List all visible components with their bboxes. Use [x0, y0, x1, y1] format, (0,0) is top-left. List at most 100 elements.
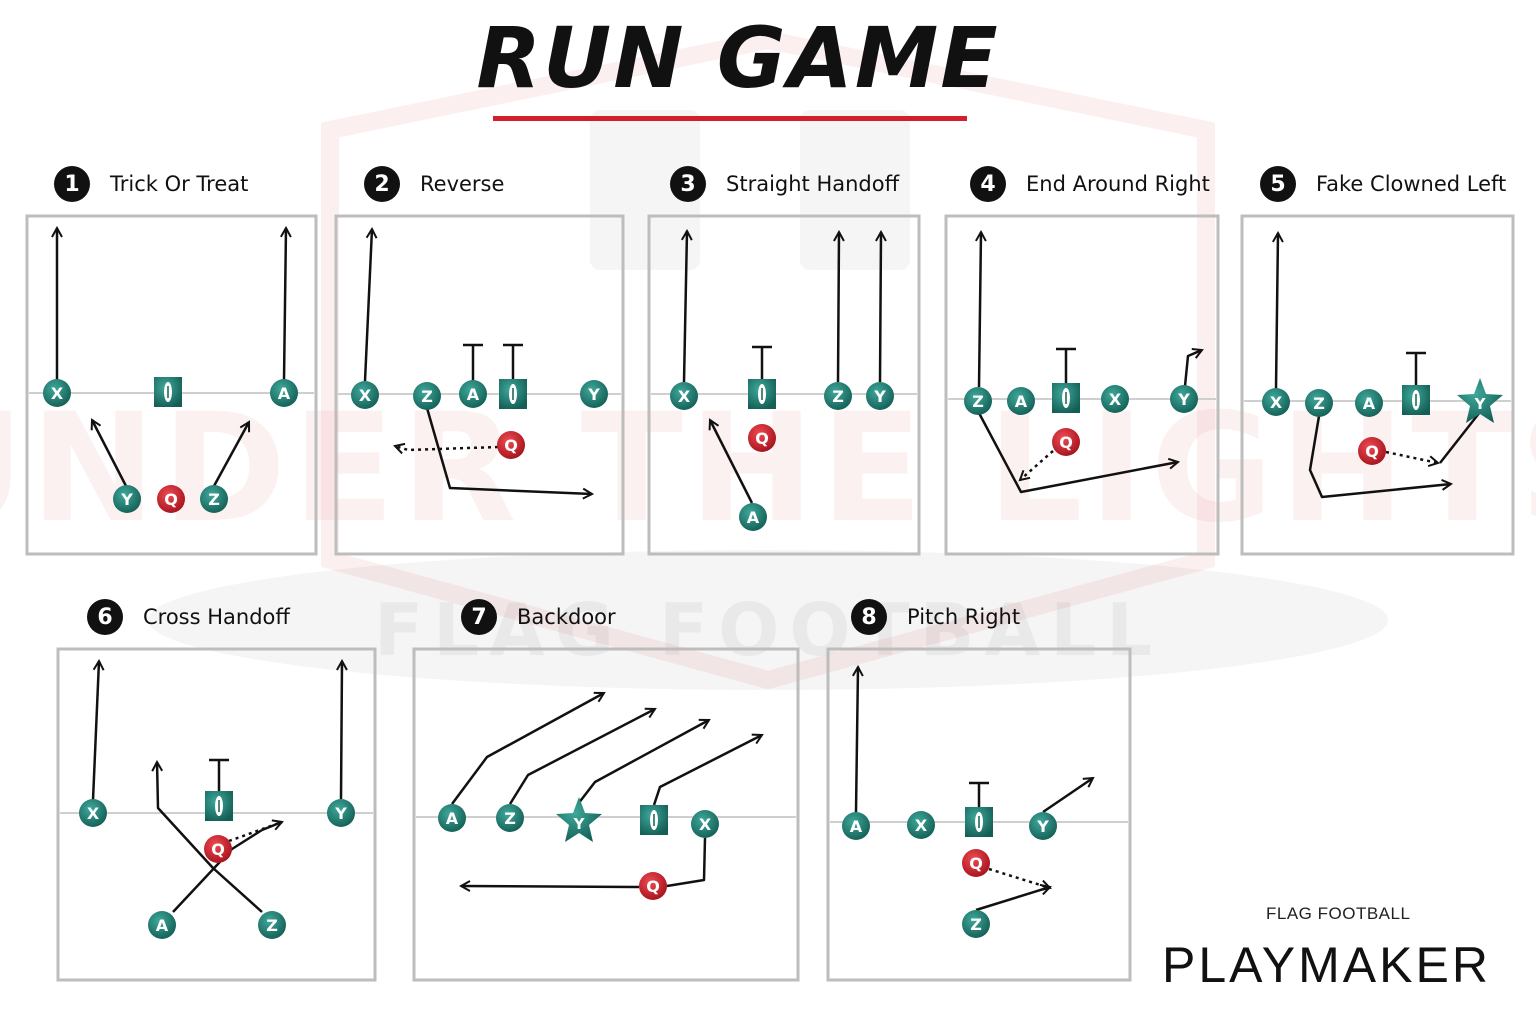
play-7-name: Backdoor — [517, 605, 616, 629]
play-7-route-q — [461, 886, 640, 887]
play-7-player-a-circle — [438, 804, 466, 832]
play-3-player-z: Z — [824, 382, 852, 410]
play-3-block-c — [752, 345, 772, 381]
play-3-route-y — [880, 232, 881, 383]
play-4-player-y-circle — [1170, 385, 1198, 413]
play-1-player-x-circle — [43, 379, 71, 407]
play-1-player-a-circle — [270, 379, 298, 407]
play-2-player-q-circle — [497, 431, 525, 459]
play-3-player-x-label: X — [678, 387, 691, 406]
play-8-player-q-label: Q — [969, 854, 983, 873]
play-3-player-q: Q — [748, 424, 776, 452]
play-7-player-q-circle — [639, 872, 667, 900]
play-2-player-y: Y — [580, 380, 608, 408]
play-6-player-z: Z — [258, 911, 286, 939]
play-3-player-a-circle — [739, 503, 767, 531]
play-6-player-y: Y — [327, 799, 355, 827]
play-8-route-z — [975, 887, 1050, 912]
play-4-player-x-circle — [1101, 385, 1129, 413]
play-8-player-x-label: X — [915, 816, 928, 835]
play-4-player-x: X — [1101, 385, 1129, 413]
play-5-player-x: X — [1262, 388, 1290, 416]
play-2-player-a-circle — [459, 380, 487, 408]
play-2-player-x-label: X — [359, 386, 372, 405]
play-2-field — [334, 214, 625, 556]
play-8-field — [826, 647, 1132, 982]
play-5-player-z-circle — [1305, 389, 1333, 417]
play-3-center — [748, 379, 776, 409]
play-1-player-q: Q — [157, 485, 185, 513]
play-3-number: 3 — [670, 166, 706, 202]
play-8-route-q — [988, 867, 1050, 888]
play-3-player-z-label: Z — [832, 387, 844, 406]
play-2-block-a — [463, 343, 483, 381]
play-6-player-a-circle — [148, 911, 176, 939]
play-8-player-a-label: A — [850, 817, 863, 836]
play-4-route-z2 — [977, 412, 1178, 494]
play-5-number: 5 — [1260, 166, 1296, 202]
play-4-player-q-label: Q — [1059, 433, 1073, 452]
play-4-player-z-circle — [964, 387, 992, 415]
play-3-player-y-label: Y — [873, 387, 886, 406]
play-4-center — [1052, 383, 1080, 413]
play-2-route-q — [395, 446, 499, 450]
play-4-player-x-label: X — [1109, 390, 1122, 409]
play-5-player-a: A — [1355, 389, 1383, 417]
play-3-player-x: X — [670, 382, 698, 410]
play-5-header: 5 Fake Clowned Left — [1260, 164, 1506, 204]
play-4-number: 4 — [970, 166, 1006, 202]
play-8-player-x-circle — [907, 811, 935, 839]
play-1-field — [25, 214, 318, 556]
play-1-number: 1 — [54, 166, 90, 202]
play-4-player-y: Y — [1170, 385, 1198, 413]
play-6-header: 6 Cross Handoff — [87, 597, 290, 637]
play-4-block-c — [1056, 347, 1076, 385]
play-7-player-a-label: A — [446, 809, 459, 828]
play-5-player-z-label: Z — [1313, 394, 1325, 413]
play-5-player-a-circle — [1355, 389, 1383, 417]
play-5-player-q: Q — [1358, 437, 1386, 465]
play-2-player-z-label: Z — [421, 387, 433, 406]
play-2-player-z-circle — [413, 382, 441, 410]
play-6-player-q-circle — [204, 835, 232, 863]
play-7-number: 7 — [461, 599, 497, 635]
play-6-route-a-tip — [261, 820, 283, 832]
play-4-player-q: Q — [1052, 428, 1080, 456]
play-2-player-x-circle — [351, 381, 379, 409]
play-3-field — [647, 214, 921, 556]
play-6-route-x — [91, 661, 99, 801]
play-1-player-y-label: Y — [120, 490, 133, 509]
play-4-field — [944, 214, 1220, 556]
play-6-center — [205, 791, 233, 821]
play-6-block-c — [209, 758, 229, 792]
play-5-route-y — [1439, 411, 1481, 464]
play-2-player-q: Q — [497, 431, 525, 459]
play-1-player-q-label: Q — [164, 490, 178, 509]
play-4-player-q-circle — [1052, 428, 1080, 456]
play-6-name: Cross Handoff — [143, 605, 290, 629]
play-8-route-a — [856, 667, 858, 813]
play-6-player-z-label: Z — [266, 916, 278, 935]
play-6-player-x-circle — [79, 799, 107, 827]
play-2-route-x — [363, 229, 372, 382]
play-8-player-z-label: Z — [970, 915, 982, 934]
play-3-player-a: A — [739, 503, 767, 531]
play-8-player-q: Q — [962, 849, 990, 877]
play-2-player-z: Z — [413, 382, 441, 410]
play-2-header: 2 Reverse — [364, 164, 504, 204]
play-6-player-q-label: Q — [211, 840, 225, 859]
play-1-player-x: X — [43, 379, 71, 407]
play-7-player-z: Z — [496, 804, 524, 832]
play-8-block-c — [969, 781, 989, 808]
brand-logo: FLAG FOOTBALL PLAYMAKER — [1158, 900, 1508, 1000]
play-3-name: Straight Handoff — [726, 172, 900, 196]
play-2-block-c — [503, 343, 523, 381]
play-6-number: 6 — [87, 599, 123, 635]
play-7-route-c — [652, 735, 762, 806]
play-5-block-c — [1406, 351, 1426, 387]
play-8-name: Pitch Right — [907, 605, 1021, 629]
play-4-route-y — [1183, 350, 1202, 387]
play-8-route-y — [1042, 778, 1093, 814]
play-7-player-x-circle — [691, 810, 719, 838]
play-6-player-q: Q — [204, 835, 232, 863]
